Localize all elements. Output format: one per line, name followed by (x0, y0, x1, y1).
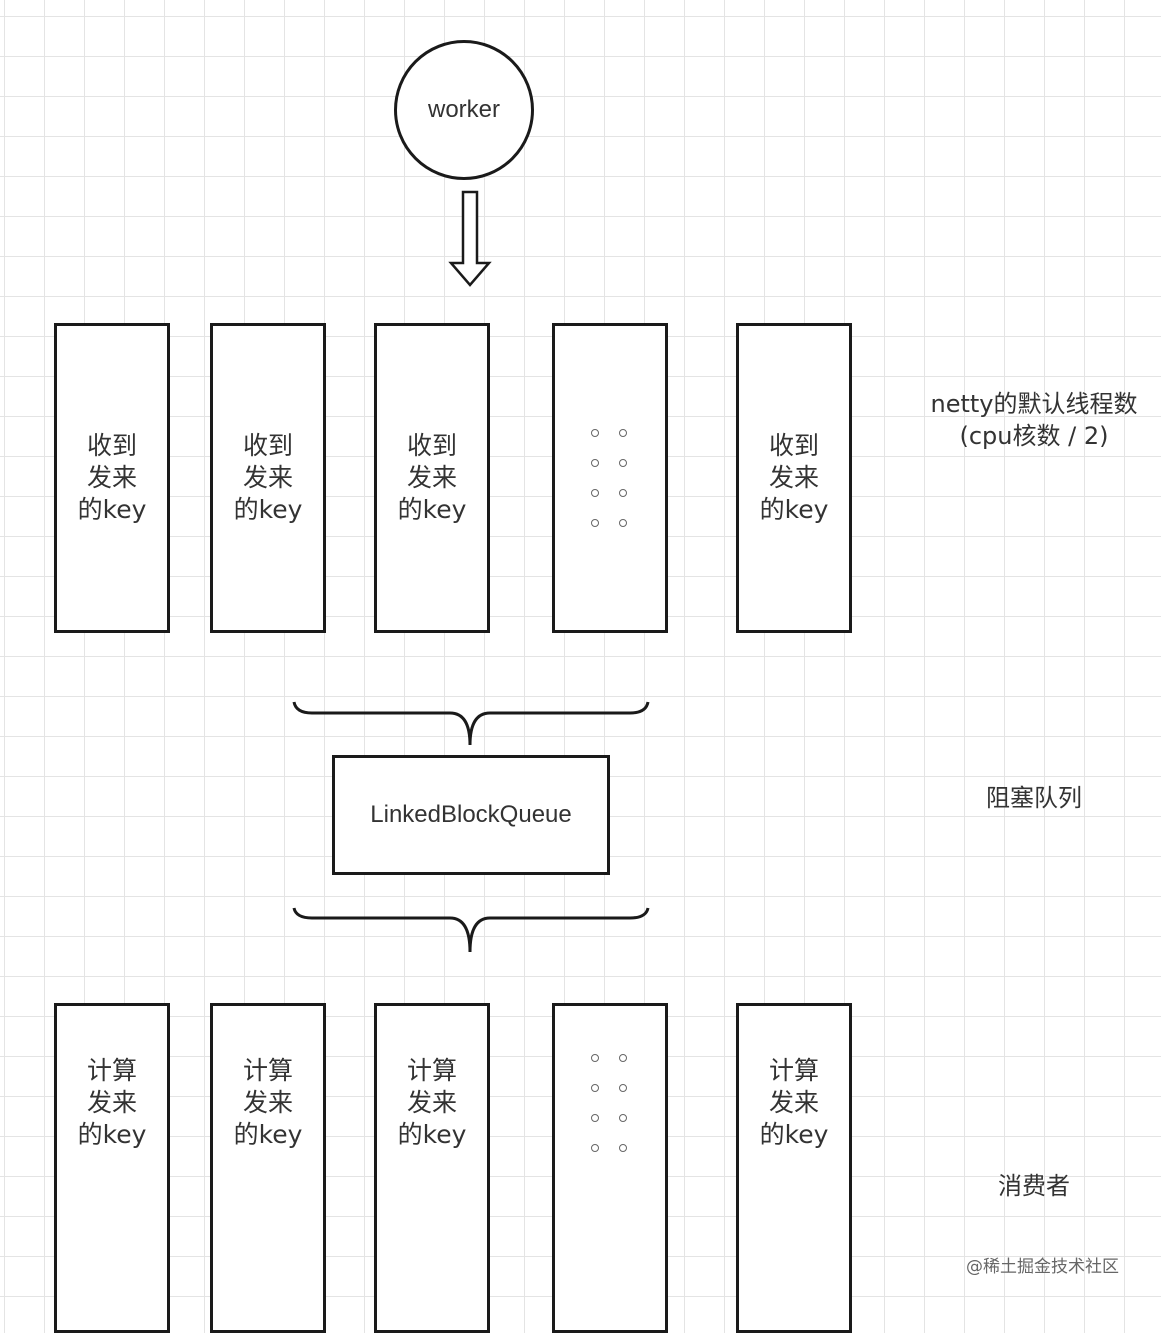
received-key-box: 收到 发来 的key (374, 323, 490, 633)
ellipsis-box (552, 1003, 668, 1333)
compute-key-box: 计算 发来 的key (374, 1003, 490, 1333)
received-key-label: 收到 发来 的key (759, 431, 829, 524)
worker-node: worker (394, 40, 534, 180)
top-brace (292, 701, 650, 746)
queue-label: LinkedBlockQueue (370, 801, 572, 828)
received-key-box: 收到 发来 的key (736, 323, 852, 633)
received-key-label: 收到 发来 的key (397, 431, 467, 524)
linked-block-queue-box: LinkedBlockQueue (332, 755, 610, 875)
ellipsis-dots-icon (591, 1054, 629, 1152)
bottom-brace (292, 907, 650, 953)
worker-label: worker (427, 96, 500, 123)
received-key-box: 收到 发来 的key (210, 323, 326, 633)
ellipsis-dots-icon (591, 429, 629, 527)
received-key-box: 收到 发来 的key (54, 323, 170, 633)
compute-key-label: 计算 发来 的key (77, 1056, 147, 1149)
compute-key-box: 计算 发来 的key (54, 1003, 170, 1333)
blocking-queue-annotation: 阻塞队列 (986, 784, 1082, 812)
ellipsis-box (552, 323, 668, 633)
compute-key-box: 计算 发来 的key (736, 1003, 852, 1333)
thread-count-annotation: netty的默认线程数 (cpu核数 / 2) (930, 390, 1138, 450)
received-key-label: 收到 发来 的key (233, 431, 303, 524)
watermark: @稀土掘金技术社区 (966, 1257, 1119, 1277)
received-key-label: 收到 发来 的key (77, 431, 147, 524)
compute-key-label: 计算 发来 的key (397, 1056, 467, 1149)
down-arrow-icon (448, 190, 492, 287)
compute-key-label: 计算 发来 的key (759, 1056, 829, 1149)
compute-key-box: 计算 发来 的key (210, 1003, 326, 1333)
compute-key-label: 计算 发来 的key (233, 1056, 303, 1149)
consumer-annotation: 消费者 (998, 1172, 1070, 1200)
